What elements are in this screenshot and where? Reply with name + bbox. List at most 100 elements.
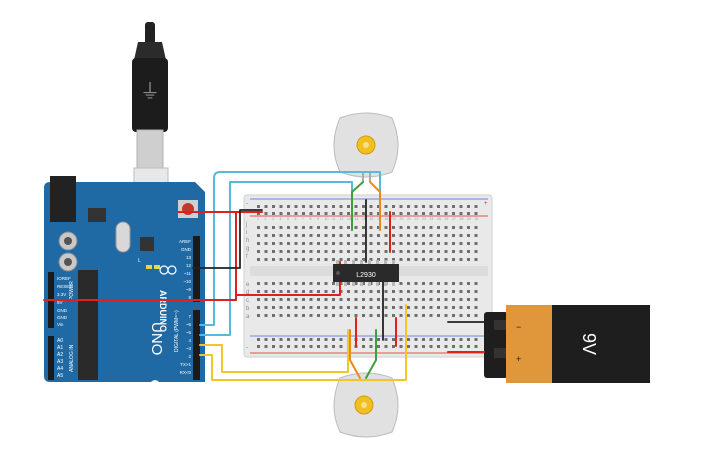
chip-pin bbox=[368, 260, 371, 265]
usb-icon: ⏚ bbox=[140, 81, 160, 103]
rail-plus-top: + bbox=[484, 201, 488, 207]
column-number: 2 bbox=[265, 217, 267, 221]
column-number: 4 bbox=[280, 217, 282, 221]
pin-label-a5: A5 bbox=[57, 373, 63, 379]
wire-green-motor-bottom[interactable] bbox=[365, 329, 377, 379]
column-number: 14 bbox=[355, 217, 359, 221]
column-number: 7 bbox=[302, 217, 304, 221]
wire-cyan-1[interactable] bbox=[199, 171, 381, 326]
column-number: 26 bbox=[445, 217, 449, 221]
motor-driver-chip[interactable]: L2930 bbox=[333, 260, 399, 286]
wire-black-gnd[interactable] bbox=[192, 209, 263, 269]
row-letter-g: g bbox=[246, 246, 249, 252]
rail-minus-bottom: - bbox=[246, 345, 248, 351]
column-number: 1 bbox=[257, 217, 259, 221]
wire-orange-motor-top[interactable] bbox=[369, 181, 381, 231]
pin-label-gnd1: GND bbox=[57, 308, 68, 313]
analog-header-label: ANALOG IN bbox=[69, 344, 75, 372]
chip-pin bbox=[344, 281, 347, 286]
reset-button[interactable] bbox=[182, 203, 194, 215]
column-number: 12 bbox=[340, 217, 344, 221]
column-number: 16 bbox=[370, 217, 374, 221]
chip-pin bbox=[384, 281, 387, 286]
chip-pin bbox=[392, 281, 395, 286]
chip-pin bbox=[376, 260, 379, 265]
pin-label-a2: A2 bbox=[57, 352, 63, 358]
battery-voltage-label: 9V bbox=[579, 333, 599, 355]
column-number: 24 bbox=[430, 217, 434, 221]
chip-pin bbox=[352, 260, 355, 265]
pin-label-vin: Vin bbox=[57, 322, 64, 327]
chip-pin bbox=[376, 281, 379, 286]
column-number: 19 bbox=[392, 217, 396, 221]
pin-label-tx1: TX>1 bbox=[180, 362, 191, 367]
row-letter-f: f bbox=[246, 254, 248, 260]
column-number: 20 bbox=[400, 217, 404, 221]
battery-plus-label: + bbox=[516, 354, 521, 364]
pin-label-11: ~11 bbox=[184, 271, 192, 276]
column-number: 13 bbox=[347, 217, 351, 221]
pin-label-reset: RESET bbox=[57, 284, 72, 289]
chip-pin bbox=[360, 260, 363, 265]
column-number: 10 bbox=[325, 217, 329, 221]
chip-pin bbox=[384, 260, 387, 265]
pin-label-rx0: RX<0 bbox=[180, 370, 192, 375]
pin-label-9: ~9 bbox=[186, 287, 192, 292]
pin-label-3v3: 3.3V bbox=[57, 292, 66, 297]
column-number: 8 bbox=[310, 217, 312, 221]
column-number: 17 bbox=[377, 217, 381, 221]
pin-label-12: 12 bbox=[186, 263, 192, 268]
column-number: 11 bbox=[332, 217, 336, 221]
pin-label-aref: AREF bbox=[179, 239, 191, 244]
column-number: 3 bbox=[272, 217, 274, 221]
pin-label-a0: A0 bbox=[57, 338, 63, 344]
row-letter-e: e bbox=[246, 282, 250, 288]
pin-label-5: ~5 bbox=[186, 330, 192, 335]
pin-label-3: ~3 bbox=[186, 346, 192, 351]
column-number: 25 bbox=[437, 217, 441, 221]
wire-yellow-2[interactable] bbox=[199, 304, 407, 381]
dc-motor-top[interactable] bbox=[333, 112, 399, 182]
column-number: 27 bbox=[452, 217, 456, 221]
arduino-uno-board[interactable]: L IOREF RESET 3.3V 5V GND GND Vin A0 A1 … bbox=[44, 176, 205, 390]
chip-pin bbox=[336, 281, 339, 286]
microcontroller-chip bbox=[78, 270, 98, 380]
pin-label-4: 4 bbox=[188, 338, 191, 343]
pin-label-6: ~6 bbox=[186, 322, 192, 327]
chip-pin bbox=[360, 281, 363, 286]
row-letter-j: j bbox=[245, 222, 247, 228]
row-letter-h: h bbox=[246, 238, 249, 244]
pin-label-2: 2 bbox=[188, 354, 191, 359]
chip-pin bbox=[336, 260, 339, 265]
wire-red-vin[interactable] bbox=[43, 211, 263, 301]
column-number: 22 bbox=[415, 217, 419, 221]
wire-yellow-1[interactable] bbox=[199, 329, 349, 373]
column-number: 30 bbox=[475, 217, 479, 221]
pin-label-13: 13 bbox=[186, 255, 192, 260]
row-letter-c: c bbox=[246, 298, 249, 304]
chip-pin bbox=[392, 260, 395, 265]
row-letter-d: d bbox=[246, 290, 249, 296]
pin-label-a1: A1 bbox=[57, 345, 63, 351]
pin-label-7: 7 bbox=[188, 314, 191, 319]
row-letter-b: b bbox=[246, 306, 250, 312]
chip-pin bbox=[344, 260, 347, 265]
wire-orange-motor-bottom[interactable] bbox=[349, 329, 361, 379]
column-number: 6 bbox=[295, 217, 297, 221]
pin-label-10: ~10 bbox=[183, 279, 191, 284]
dc-motor-bottom[interactable] bbox=[333, 372, 399, 438]
pin-label-a4: A4 bbox=[57, 366, 63, 372]
chip-label: L2930 bbox=[356, 272, 376, 279]
wire-green-motor-top[interactable] bbox=[351, 181, 364, 231]
l-led-label: L bbox=[138, 258, 141, 264]
column-number: 21 bbox=[407, 217, 411, 221]
battery-9v[interactable]: − + 9V bbox=[484, 305, 650, 383]
battery-minus-label: − bbox=[516, 322, 521, 332]
rail-minus-top: - bbox=[246, 201, 248, 207]
power-header-label: POWER bbox=[69, 281, 75, 300]
column-number: 23 bbox=[422, 217, 426, 221]
row-letter-a: a bbox=[246, 314, 250, 320]
pin-label-a3: A3 bbox=[57, 359, 63, 365]
arduino-model-text: UNO bbox=[148, 322, 165, 355]
